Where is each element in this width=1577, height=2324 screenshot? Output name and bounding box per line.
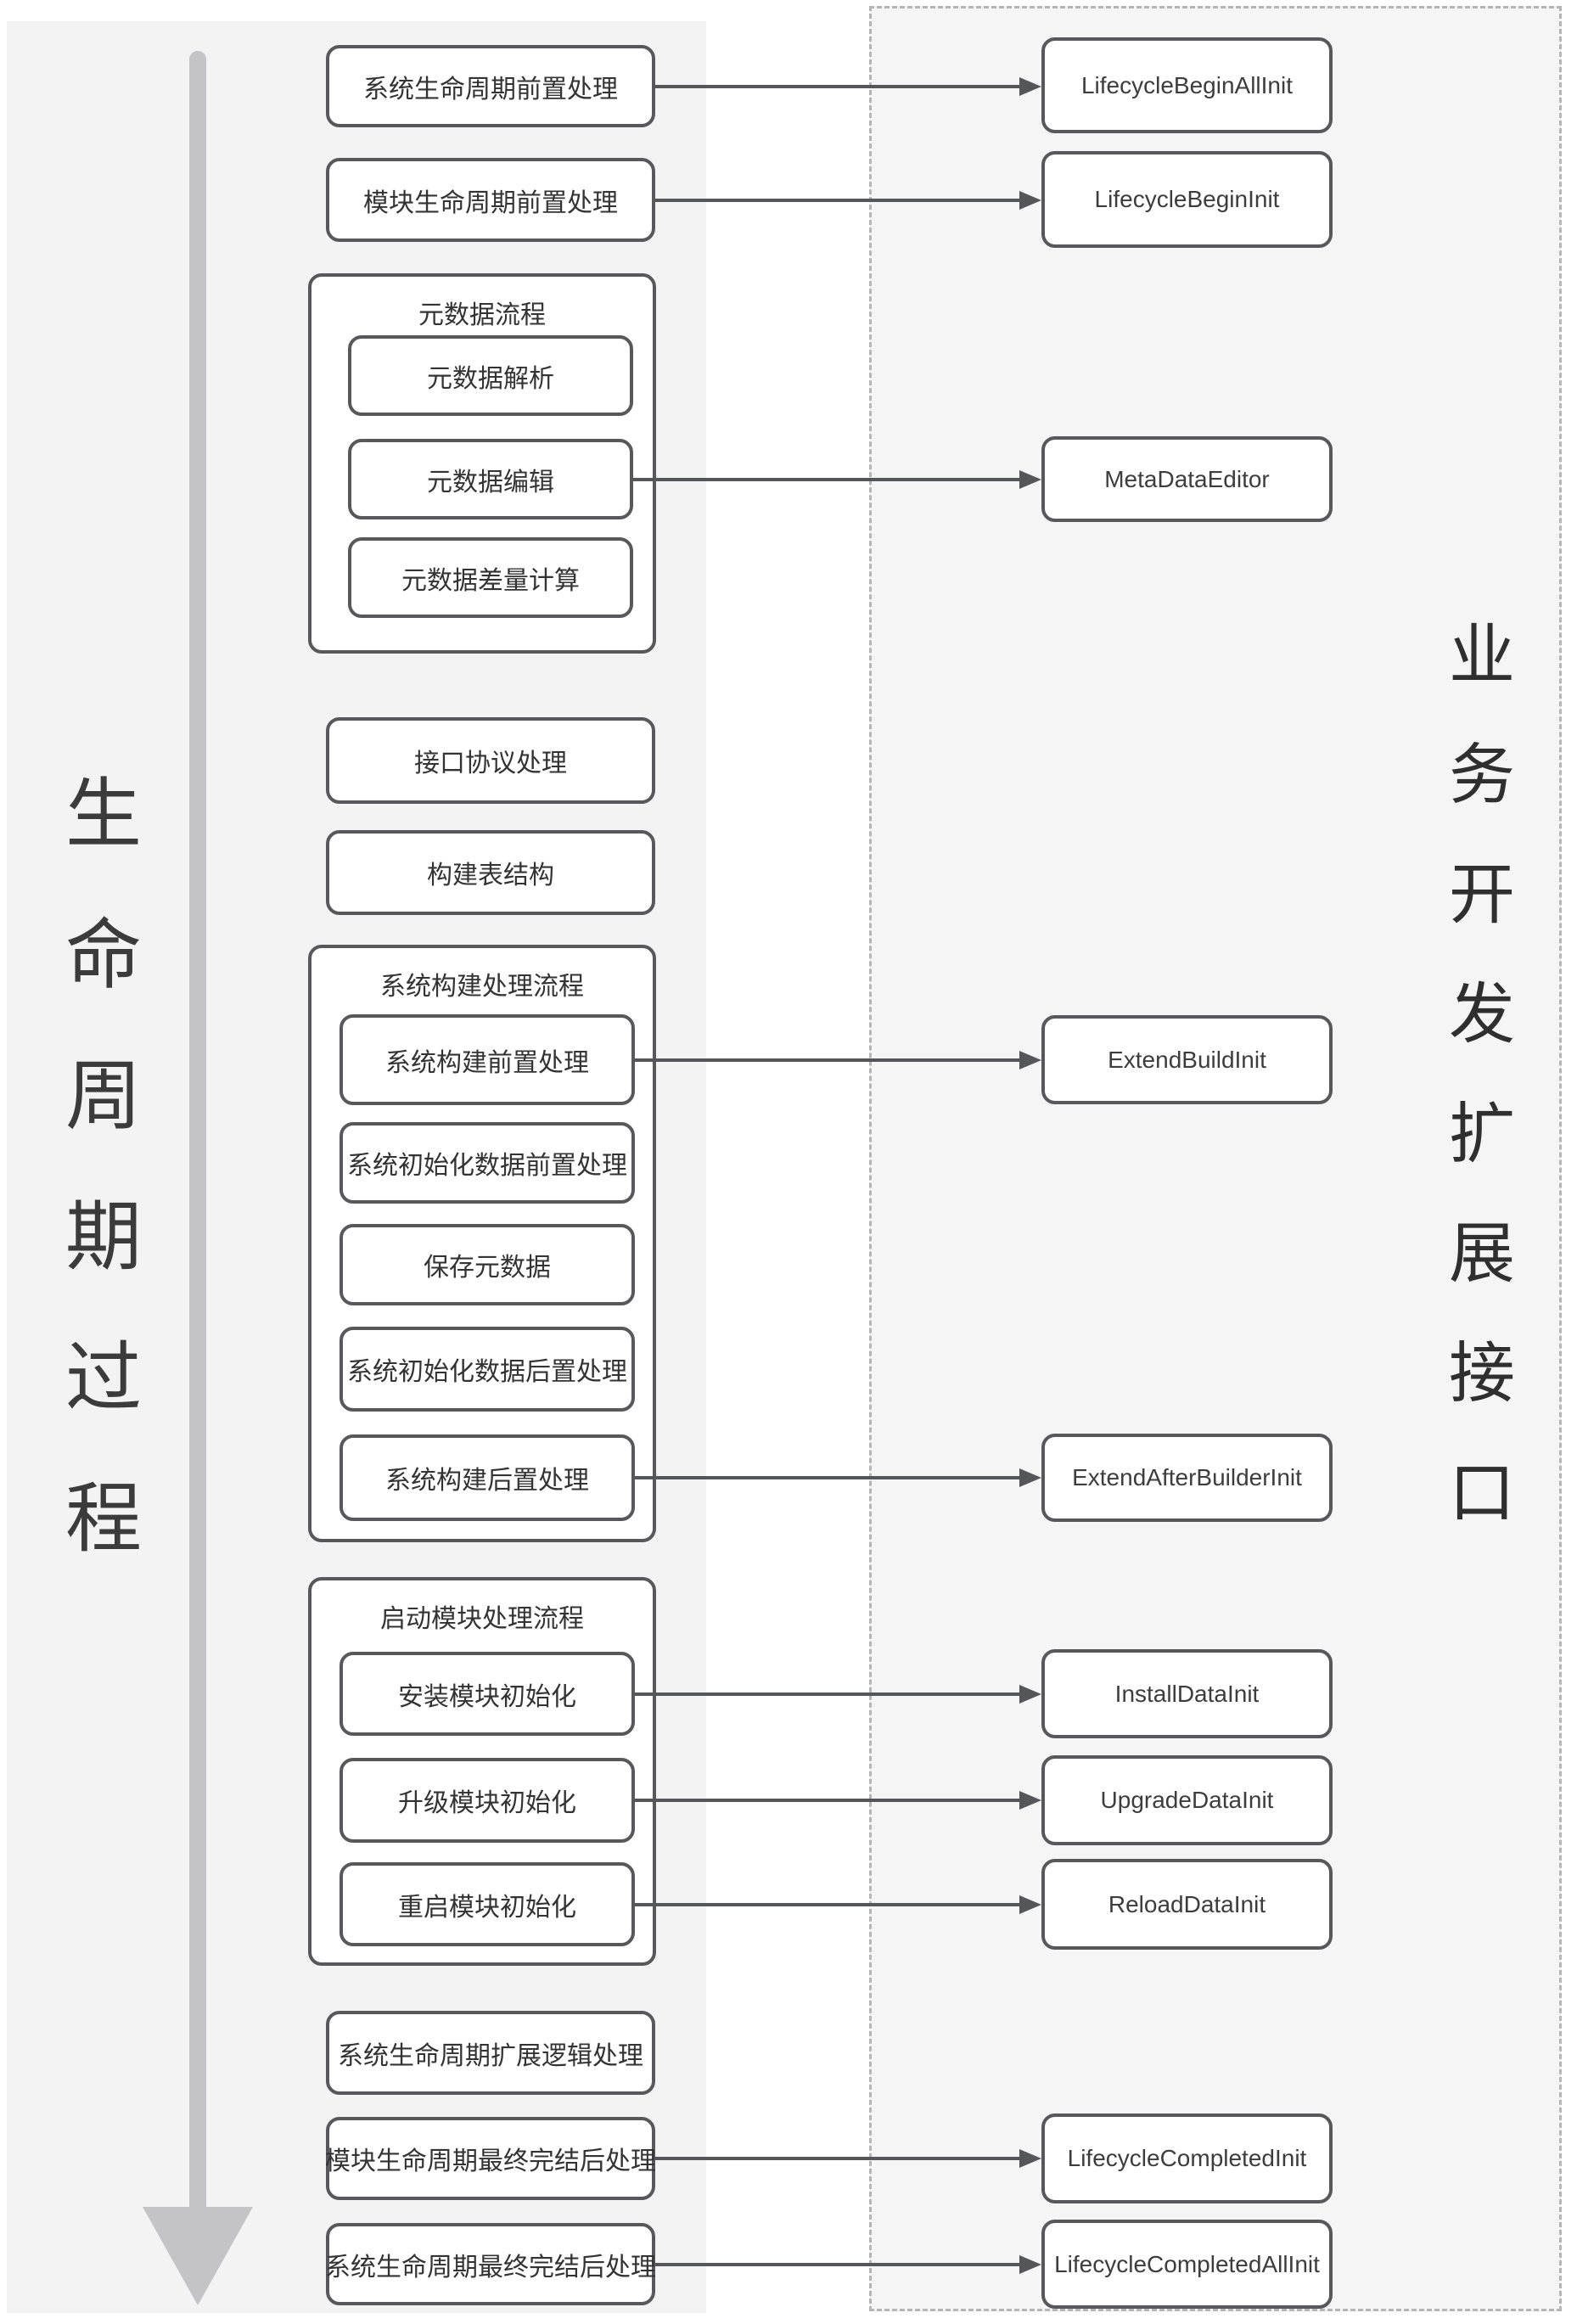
- flow-node: 系统初始化数据后置处理: [340, 1327, 635, 1412]
- extension-node-label: MetaDataEditor: [1104, 465, 1270, 492]
- flow-node: 保存元数据: [340, 1224, 635, 1305]
- flow-node: 安装模块初始化: [340, 1652, 635, 1736]
- flow-node: 系统生命周期前置处理: [326, 45, 655, 127]
- connector-line: [655, 84, 1021, 88]
- connector-line: [655, 2262, 1021, 2266]
- flow-node-label: 系统生命周期扩展逻辑处理: [338, 2041, 643, 2070]
- extension-node-label: UpgradeDataInit: [1100, 1787, 1274, 1813]
- connector-arrowhead-icon: [1019, 1791, 1041, 1810]
- flow-node-label: 升级模块初始化: [398, 1789, 576, 1817]
- extension-node: LifecycleCompletedAllInit: [1041, 2220, 1333, 2309]
- flow-node: 元数据编辑: [348, 439, 633, 519]
- extension-node-label: LifecycleCompletedInit: [1067, 2145, 1307, 2171]
- flow-node-label: 保存元数据: [424, 1254, 551, 1282]
- timeline-arrow-shaft: [189, 51, 206, 2209]
- connector-line: [635, 1058, 1021, 1062]
- flow-node-label: 系统生命周期最终完结后处理: [325, 2253, 656, 2282]
- extension-node-label: InstallDataInit: [1114, 1680, 1260, 1707]
- flow-node: 接口协议处理: [326, 717, 655, 804]
- connector-arrowhead-icon: [1019, 1050, 1041, 1069]
- extension-node: LifecycleCompletedInit: [1041, 2113, 1333, 2203]
- connector-line: [635, 1799, 1021, 1802]
- left-axis-title: 生命周期过程: [53, 773, 138, 1619]
- extension-node: MetaDataEditor: [1041, 436, 1333, 522]
- extension-node-label: ReloadDataInit: [1108, 1890, 1266, 1917]
- extension-node: InstallDataInit: [1041, 1649, 1333, 1738]
- connector-arrowhead-icon: [1019, 1684, 1041, 1704]
- extension-node-label: ExtendBuildInit: [1108, 1046, 1266, 1073]
- flow-node-label: 系统构建前置处理: [385, 1048, 589, 1077]
- extension-node-label: LifecycleBeginAllInit: [1080, 71, 1294, 98]
- extension-node: UpgradeDataInit: [1041, 1755, 1333, 1845]
- flow-node-label: 安装模块初始化: [398, 1682, 576, 1711]
- flow-node: 元数据差量计算: [348, 537, 633, 618]
- flow-node: 重启模块初始化: [340, 1862, 635, 1946]
- extension-node: LifecycleBeginAllInit: [1041, 37, 1333, 133]
- connector-arrowhead-icon: [1019, 1895, 1041, 1914]
- connector-line: [633, 477, 1021, 481]
- flow-node-label: 元数据差量计算: [401, 566, 580, 595]
- connector-line: [655, 2157, 1021, 2160]
- flow-node-label: 重启模块初始化: [398, 1893, 576, 1922]
- flow-node: 模块生命周期最终完结后处理: [325, 2117, 656, 2200]
- group-title: 系统构建处理流程: [380, 973, 584, 1001]
- extension-node-label: LifecycleBeginInit: [1094, 186, 1280, 212]
- connector-arrowhead-icon: [1019, 190, 1041, 210]
- right-axis-title: 业务开发扩展接口: [1440, 620, 1514, 1577]
- flow-node: 系统构建前置处理: [340, 1014, 635, 1105]
- flow-node-label: 构建表结构: [427, 862, 554, 890]
- flow-node-label: 模块生命周期最终完结后处理: [325, 2147, 656, 2175]
- timeline-arrow-head-icon: [143, 2207, 253, 2305]
- flow-node: 构建表结构: [326, 830, 655, 915]
- connector-line: [635, 1692, 1021, 1696]
- extension-node: ReloadDataInit: [1041, 1859, 1333, 1950]
- connector-arrowhead-icon: [1019, 469, 1041, 489]
- flow-node-label: 元数据解析: [427, 364, 554, 393]
- flow-node: 元数据解析: [348, 335, 633, 416]
- flow-node: 系统生命周期扩展逻辑处理: [326, 2011, 655, 2095]
- flow-node: 系统生命周期最终完结后处理: [325, 2223, 656, 2305]
- flow-node-label: 系统初始化数据前置处理: [347, 1152, 627, 1180]
- flow-node-label: 系统生命周期前置处理: [363, 75, 618, 104]
- flow-node: 系统构建后置处理: [340, 1434, 635, 1521]
- connector-arrowhead-icon: [1019, 2149, 1041, 2168]
- extension-node: ExtendAfterBuilderInit: [1041, 1434, 1333, 1522]
- connector-arrowhead-icon: [1019, 1468, 1041, 1487]
- flow-node-label: 系统初始化数据后置处理: [347, 1358, 627, 1386]
- flow-node-label: 元数据编辑: [427, 468, 554, 497]
- extension-node: LifecycleBeginInit: [1041, 151, 1333, 248]
- group-title: 启动模块处理流程: [380, 1605, 584, 1633]
- flow-node: 系统初始化数据前置处理: [340, 1122, 635, 1204]
- flow-node-label: 模块生命周期前置处理: [363, 188, 618, 217]
- flow-node: 升级模块初始化: [340, 1758, 635, 1843]
- flow-node-label: 系统构建后置处理: [385, 1467, 589, 1495]
- flow-node-label: 接口协议处理: [414, 749, 567, 777]
- group-title: 元数据流程: [418, 301, 546, 329]
- connector-line: [635, 1902, 1021, 1906]
- extension-node: ExtendBuildInit: [1041, 1015, 1333, 1104]
- connector-arrowhead-icon: [1019, 76, 1041, 96]
- extension-node-label: LifecycleCompletedAllInit: [1054, 2250, 1320, 2277]
- flow-node: 模块生命周期前置处理: [326, 158, 655, 242]
- connector-arrowhead-icon: [1019, 2254, 1041, 2274]
- connector-line: [655, 198, 1021, 202]
- extension-node-label: ExtendAfterBuilderInit: [1072, 1464, 1302, 1490]
- connector-line: [635, 1476, 1021, 1479]
